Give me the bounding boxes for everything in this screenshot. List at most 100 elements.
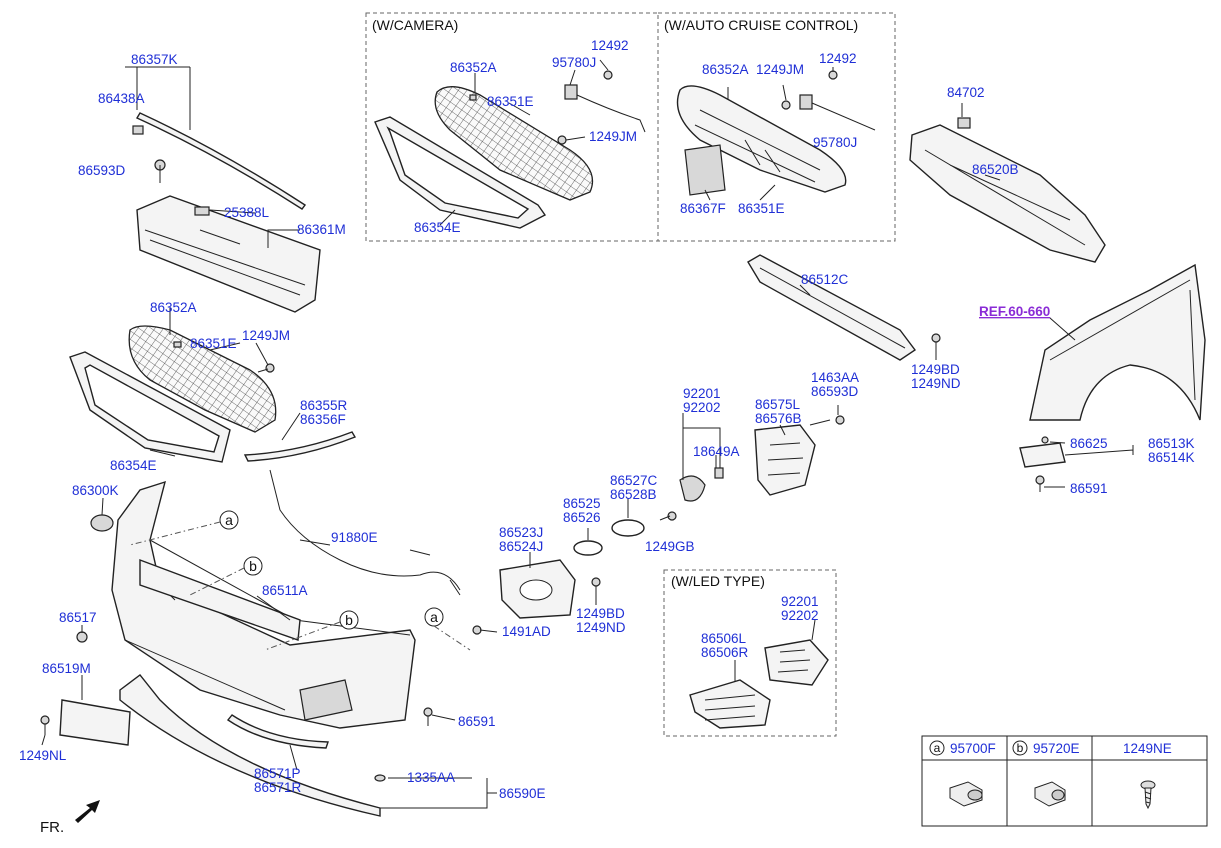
cam-label-12492[interactable]: 12492 bbox=[591, 38, 629, 53]
label-18649a[interactable]: 18649A bbox=[693, 444, 740, 459]
label-1249jm[interactable]: 1249JM bbox=[242, 328, 290, 343]
label-86524j[interactable]: 86524J bbox=[499, 539, 543, 554]
acc-label-1249jm[interactable]: 1249JM bbox=[756, 62, 804, 77]
cruise-box-title: (W/AUTO CRUISE CONTROL) bbox=[664, 17, 858, 33]
svg-text:b: b bbox=[249, 558, 257, 574]
callout-a-1: a bbox=[219, 510, 239, 530]
label-1249nd-2[interactable]: 1249ND bbox=[576, 620, 626, 635]
acc-label-12492[interactable]: 12492 bbox=[819, 51, 857, 66]
led-label-86506r[interactable]: 86506R bbox=[701, 645, 749, 660]
label-86356f[interactable]: 86356F bbox=[300, 412, 346, 427]
cam-label-86352a[interactable]: 86352A bbox=[450, 60, 497, 75]
label-86527c[interactable]: 86527C bbox=[610, 473, 658, 488]
svg-text:a: a bbox=[934, 741, 941, 755]
label-86591[interactable]: 86591 bbox=[458, 714, 496, 729]
label-86438a[interactable]: 86438A bbox=[98, 91, 145, 106]
label-1249gb[interactable]: 1249GB bbox=[645, 539, 695, 554]
label-25388l[interactable]: 25388L bbox=[224, 205, 270, 220]
wiring-harness bbox=[269, 469, 461, 596]
label-86361m[interactable]: 86361M bbox=[297, 222, 346, 237]
table-header-a: a 95700F bbox=[929, 740, 996, 756]
parts-table: a 95700F b 95720E 1249NE bbox=[921, 735, 1208, 827]
acc-label-86351e[interactable]: 86351E bbox=[738, 201, 785, 216]
label-86512c[interactable]: 86512C bbox=[801, 272, 849, 287]
label-92201[interactable]: 92201 bbox=[683, 386, 721, 401]
cam-label-95780j[interactable]: 95780J bbox=[552, 55, 596, 70]
clip-86438a bbox=[132, 125, 144, 135]
svg-text:95700F: 95700F bbox=[950, 741, 996, 756]
label-86571p[interactable]: 86571P bbox=[254, 766, 301, 781]
label-86526[interactable]: 86526 bbox=[563, 510, 601, 525]
svg-text:b: b bbox=[345, 612, 353, 628]
label-86352a[interactable]: 86352A bbox=[150, 300, 197, 315]
label-84702[interactable]: 84702 bbox=[947, 85, 985, 100]
label-86520b[interactable]: 86520B bbox=[972, 162, 1019, 177]
label-86591-2[interactable]: 86591 bbox=[1070, 481, 1108, 496]
cruise-cover bbox=[684, 144, 726, 196]
label-86576b[interactable]: 86576B bbox=[755, 411, 802, 426]
label-86511a[interactable]: 86511A bbox=[262, 583, 308, 598]
label-1335aa[interactable]: 1335AA bbox=[407, 770, 455, 785]
parking-sensor-a-icon bbox=[949, 781, 983, 807]
ring-86527c bbox=[611, 519, 645, 537]
label-86528b[interactable]: 86528B bbox=[610, 487, 657, 502]
label-92202[interactable]: 92202 bbox=[683, 400, 721, 415]
bumper-bar-86511a bbox=[139, 558, 301, 641]
label-86571r[interactable]: 86571R bbox=[254, 780, 302, 795]
label-86357k[interactable]: 86357K bbox=[131, 52, 178, 67]
label-1463aa[interactable]: 1463AA bbox=[811, 370, 859, 385]
label-86354e[interactable]: 86354E bbox=[110, 458, 157, 473]
lower-molding bbox=[226, 714, 329, 749]
label-91880e[interactable]: 91880E bbox=[331, 530, 378, 545]
label-1249nl[interactable]: 1249NL bbox=[19, 748, 67, 763]
led-label-92202[interactable]: 92202 bbox=[781, 608, 819, 623]
table-header-1249ne: 1249NE bbox=[1123, 741, 1172, 756]
label-86519m[interactable]: 86519M bbox=[42, 661, 91, 676]
ref-label[interactable]: REF.60-660 bbox=[979, 304, 1050, 319]
cam-label-86351e[interactable]: 86351E bbox=[487, 94, 534, 109]
fender-panel bbox=[1029, 263, 1206, 421]
label-86625[interactable]: 86625 bbox=[1070, 436, 1108, 451]
led-label-92201[interactable]: 92201 bbox=[781, 594, 819, 609]
table-header-b: b 95720E bbox=[1012, 740, 1080, 756]
label-1249bd-2[interactable]: 1249BD bbox=[576, 606, 625, 621]
camera-grille-surround bbox=[374, 116, 547, 229]
label-86513k[interactable]: 86513K bbox=[1148, 436, 1195, 451]
label-86593d[interactable]: 86593D bbox=[78, 163, 126, 178]
callout-b-2: b bbox=[339, 610, 359, 630]
svg-text:a: a bbox=[225, 512, 233, 528]
grille-frame-86361m bbox=[136, 195, 321, 313]
label-86593d-2[interactable]: 86593D bbox=[811, 384, 859, 399]
fender-bracket bbox=[1019, 442, 1066, 468]
svg-text:b: b bbox=[1017, 741, 1024, 755]
label-86514k[interactable]: 86514K bbox=[1148, 450, 1195, 465]
label-86523j[interactable]: 86523J bbox=[499, 525, 543, 540]
cruise-grille bbox=[676, 85, 847, 193]
led-lamp bbox=[764, 639, 829, 686]
label-1491ad[interactable]: 1491AD bbox=[502, 624, 551, 639]
acc-label-86367f[interactable]: 86367F bbox=[680, 201, 726, 216]
cam-label-86354e[interactable]: 86354E bbox=[414, 220, 461, 235]
label-86355r[interactable]: 86355R bbox=[300, 398, 348, 413]
label-1249bd[interactable]: 1249BD bbox=[911, 362, 960, 377]
fog-lamp bbox=[679, 475, 706, 502]
label-86525[interactable]: 86525 bbox=[563, 496, 601, 511]
label-86300k[interactable]: 86300K bbox=[72, 483, 119, 498]
parking-sensor-b-icon bbox=[1034, 781, 1066, 807]
label-86351e[interactable]: 86351E bbox=[190, 336, 237, 351]
garnish-strip bbox=[243, 431, 357, 462]
screw-icon bbox=[1140, 780, 1156, 810]
molding-strip bbox=[135, 112, 307, 210]
acc-label-95780j[interactable]: 95780J bbox=[813, 135, 857, 150]
label-86575l[interactable]: 86575L bbox=[755, 397, 801, 412]
label-86590e[interactable]: 86590E bbox=[499, 786, 546, 801]
acc-label-86352a[interactable]: 86352A bbox=[702, 62, 749, 77]
label-86517[interactable]: 86517 bbox=[59, 610, 97, 625]
led-bezel bbox=[689, 679, 771, 729]
grille-mesh-left bbox=[128, 325, 277, 433]
cam-label-1249jm[interactable]: 1249JM bbox=[589, 129, 637, 144]
label-1249nd[interactable]: 1249ND bbox=[911, 376, 961, 391]
led-label-86506l[interactable]: 86506L bbox=[701, 631, 747, 646]
emblem-86300k bbox=[90, 514, 114, 532]
camera-box-title: (W/CAMERA) bbox=[372, 17, 458, 33]
